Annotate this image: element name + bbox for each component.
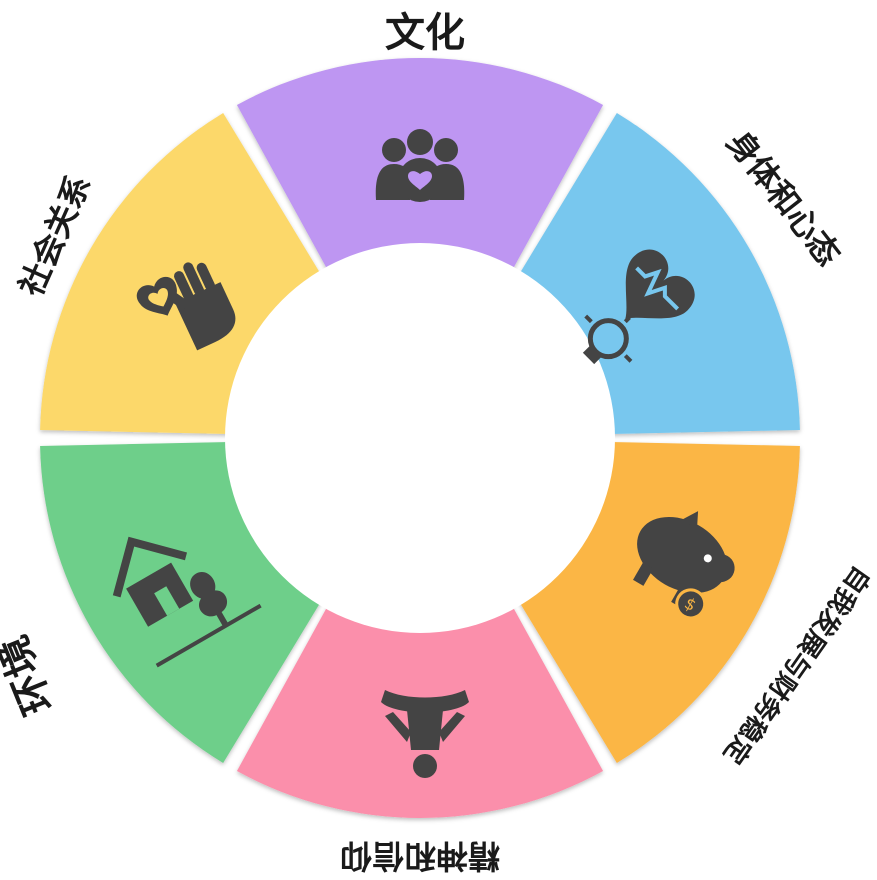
family-heart-icon [375,129,465,202]
segment-finance [518,441,800,764]
label-spirit: 精神和信仰 [340,837,500,875]
heart-lightbulb-icon [582,249,695,365]
label-environment: 环境 [0,629,62,720]
piggy-bank-icon: $ [633,511,735,620]
meditation-icon [381,690,469,778]
house-tree-icon [112,536,262,668]
label-culture: 文化 [385,10,465,56]
wheel-center [225,243,615,633]
hand-heart-icon [136,262,236,351]
